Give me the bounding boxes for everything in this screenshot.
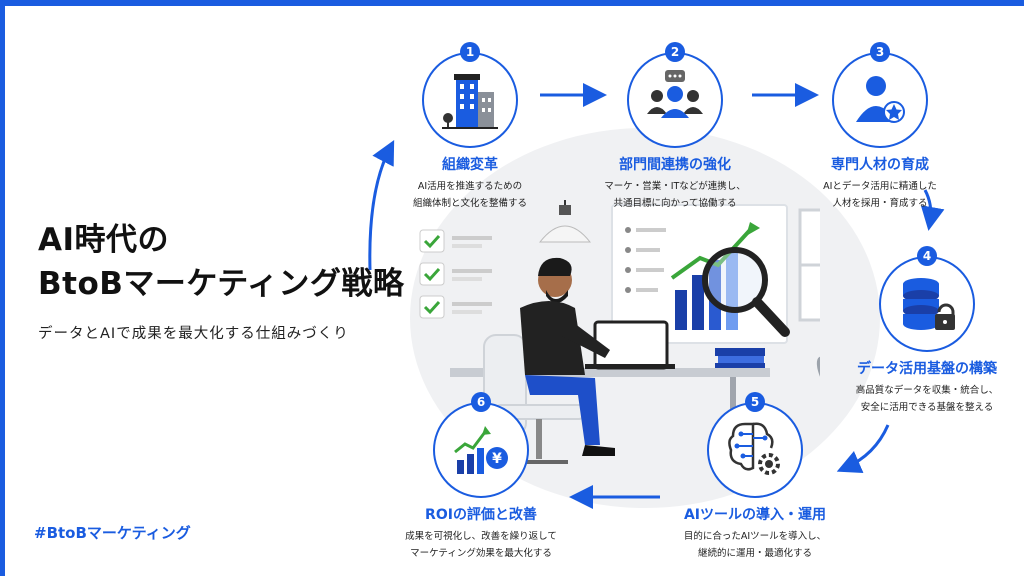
ai-brain-gear-icon	[728, 422, 780, 475]
svg-text:¥: ¥	[492, 451, 502, 467]
person-illustration	[520, 257, 615, 456]
step-6-circle: ¥	[433, 402, 529, 498]
arrow-6-to-1	[368, 140, 395, 271]
step-2-description: マーケ・営業・ITなどが連携し、 共通目標に向かって協働する	[580, 178, 770, 212]
step-6-number: 6	[471, 392, 491, 412]
step-3-circle	[832, 52, 928, 148]
step-6-label: ROIの評価と改善	[425, 507, 537, 523]
step-3-desc-line-2: 人材を採用・育成する	[832, 198, 928, 209]
title-line-1: AI時代の	[38, 222, 170, 258]
expert-person-icon	[856, 76, 905, 123]
step-4-description: 高品質なデータを収集・統合し、 安全に活用できる基盤を整える	[832, 382, 1022, 416]
step-5-number: 5	[745, 392, 765, 412]
step-1-desc-line-2: 組織体制と文化を整備する	[412, 198, 527, 209]
step-3-label: 専門人材の育成	[831, 157, 929, 173]
page-subtitle: データとAIで成果を最大化する仕組みづくり	[38, 326, 349, 342]
step-2-desc-line-2: 共通目標に向かって協働する	[613, 198, 737, 209]
roi-chart-yen-icon: ¥	[454, 426, 508, 474]
step-5-circle	[707, 402, 803, 498]
office-building-icon	[442, 74, 498, 129]
step-1-circle	[422, 52, 518, 148]
step-2-number: 2	[665, 42, 685, 62]
step-6-desc-line-2: マーケティング効果を最大化する	[410, 548, 552, 559]
office-illustration	[419, 200, 820, 469]
step-3-description: AIとデータ活用に精通した 人材を採用・育成する	[785, 178, 975, 212]
step-4-desc-line-2: 安全に活用できる基盤を整える	[860, 402, 994, 413]
step-5-desc-line-2: 継続的に運用・最適化する	[697, 548, 812, 559]
step-3-desc-line-1: AIとデータ活用に精通した	[823, 181, 937, 192]
step-6-description: 成果を可視化し、改善を繰り返して マーケティング効果を最大化する	[386, 528, 576, 562]
step-4-number: 4	[917, 246, 937, 266]
step-2-label: 部門間連携の強化	[619, 157, 731, 173]
secure-database-icon	[903, 278, 955, 330]
window-illustration	[798, 208, 820, 322]
team-collaboration-icon	[647, 70, 703, 118]
step-6-desc-line-1: 成果を可視化し、改善を繰り返して	[405, 531, 557, 542]
step-1-number: 1	[460, 42, 480, 62]
arrow-4-to-5	[836, 424, 890, 474]
step-2-circle	[627, 52, 723, 148]
ceiling-lamp-illustration	[538, 200, 592, 243]
step-1-desc-line-1: AI活用を推進するための	[417, 181, 523, 192]
step-4-label: データ活用基盤の構築	[857, 361, 997, 377]
step-4-desc-line-1: 高品質なデータを収集・統合し、	[855, 385, 999, 396]
checklist-illustration	[419, 229, 492, 319]
title-line-2: BtoBマーケティング戦略	[38, 266, 405, 302]
step-2-desc-line-1: マーケ・営業・ITなどが連携し、	[604, 181, 746, 192]
books-illustration	[715, 348, 765, 368]
page-title: AI時代の BtoBマーケティング戦略	[38, 218, 404, 306]
step-5-description: 目的に合ったAIツールを導入し、 継続的に運用・最適化する	[660, 528, 850, 562]
step-3-number: 3	[870, 42, 890, 62]
top-accent-bar	[0, 0, 1024, 6]
step-4-circle	[879, 256, 975, 352]
arrow-3-to-4	[920, 189, 945, 231]
step-1-label: 組織変革	[442, 157, 498, 173]
step-5-label: AIツールの導入・運用	[683, 507, 827, 523]
hashtag-link[interactable]: #BtoBマーケティング	[34, 524, 191, 542]
left-accent-bar	[0, 0, 5, 576]
step-5-desc-line-1: 目的に合ったAIツールを導入し、	[683, 531, 827, 542]
step-1-description: AI活用を推進するための 組織体制と文化を整備する	[375, 178, 565, 212]
whiteboard-chart-illustration	[611, 204, 790, 344]
